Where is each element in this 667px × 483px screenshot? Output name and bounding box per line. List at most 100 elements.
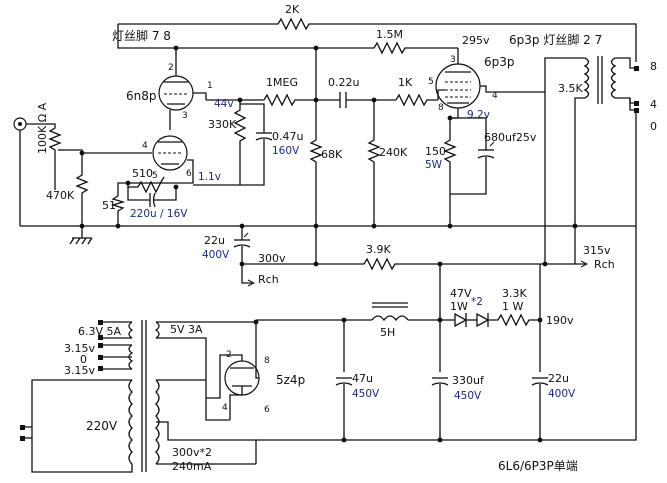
svg-text:6: 6 bbox=[186, 169, 192, 179]
svg-text:300v*2: 300v*2 bbox=[172, 446, 212, 459]
tap-8: 8 bbox=[650, 60, 657, 73]
svg-text:0.47u: 0.47u bbox=[272, 130, 303, 143]
svg-text:47V: 47V bbox=[450, 287, 472, 300]
tap-0: 0 bbox=[650, 120, 657, 133]
svg-text:1.5M: 1.5M bbox=[376, 28, 403, 41]
svg-text:22u: 22u bbox=[548, 372, 569, 385]
svg-text:8: 8 bbox=[438, 103, 444, 113]
resistor-470k: 470K bbox=[46, 153, 89, 226]
v-190: 190v bbox=[546, 314, 574, 327]
svg-text:240mA: 240mA bbox=[172, 460, 212, 473]
svg-text:3: 3 bbox=[182, 111, 188, 121]
svg-text:680uf25v: 680uf25v bbox=[484, 131, 537, 144]
svg-text:450V: 450V bbox=[454, 390, 482, 402]
v-plate1: 44v bbox=[214, 98, 234, 110]
output-heater-label: 6p3p 灯丝脚 2 7 bbox=[509, 32, 602, 47]
svg-text:5: 5 bbox=[152, 171, 158, 181]
v-315: 315v bbox=[583, 244, 611, 257]
svg-text:22u: 22u bbox=[204, 234, 225, 247]
svg-text:400V: 400V bbox=[202, 249, 230, 261]
svg-text:0: 0 bbox=[80, 353, 87, 366]
v-300: 300v bbox=[258, 252, 286, 265]
feedback-resistor: 2K bbox=[118, 3, 637, 62]
junction-dots bbox=[79, 45, 578, 443]
svg-text:5W: 5W bbox=[425, 159, 443, 171]
svg-text:8: 8 bbox=[264, 356, 270, 366]
svg-text:2: 2 bbox=[226, 350, 232, 360]
svg-text:220V: 220V bbox=[86, 419, 118, 433]
svg-text:5H: 5H bbox=[380, 326, 395, 339]
rectifier-tube: 2 8 4 6 bbox=[206, 322, 270, 420]
svg-text:3.3K: 3.3K bbox=[502, 287, 527, 300]
svg-text:100K Ω A: 100K Ω A bbox=[36, 102, 49, 154]
resistor-68k: 68K bbox=[309, 48, 343, 264]
svg-text:0.22u: 0.22u bbox=[328, 76, 359, 89]
cap-22u-lower: 22u 400V bbox=[531, 320, 576, 440]
svg-text:1: 1 bbox=[207, 81, 213, 91]
diagram-title: 6L6/6P3P单端 bbox=[498, 459, 578, 473]
svg-text:6: 6 bbox=[264, 405, 270, 415]
resistor-39k-label: 3.9K bbox=[366, 243, 391, 256]
choke-5h: 5H bbox=[371, 302, 409, 339]
svg-text:5: 5 bbox=[428, 77, 434, 87]
cap-220u: 220u / 16V bbox=[127, 187, 188, 220]
svg-text:160V: 160V bbox=[272, 145, 300, 157]
driver-tube-label: 6n8p bbox=[126, 89, 157, 103]
resistor-1k: 1K bbox=[395, 76, 438, 107]
svg-text:68K: 68K bbox=[321, 148, 343, 161]
output-tube: 3 5 8 4 bbox=[428, 48, 585, 119]
svg-text:510: 510 bbox=[132, 167, 153, 180]
svg-text:470K: 470K bbox=[46, 189, 75, 202]
svg-text:*2: *2 bbox=[471, 296, 483, 308]
input-jack bbox=[13, 117, 27, 226]
svg-text:450V: 450V bbox=[352, 388, 380, 400]
resistor-240k: 240K bbox=[367, 100, 408, 226]
svg-text:3.15v: 3.15v bbox=[64, 364, 95, 377]
cap-47u: 47u 450V bbox=[335, 320, 380, 440]
svg-text:330uf: 330uf bbox=[452, 374, 485, 387]
svg-text:1MEG: 1MEG bbox=[266, 76, 298, 89]
v-cath1: 1.1v bbox=[198, 171, 221, 183]
cap-022u: 0.22u bbox=[316, 76, 396, 108]
resistor-51: 51 bbox=[102, 195, 126, 226]
svg-text:1K: 1K bbox=[398, 76, 413, 89]
resistor-330k: 330K bbox=[208, 100, 247, 185]
svg-text:1W: 1W bbox=[450, 300, 468, 313]
rch-label-1: Rch bbox=[258, 273, 279, 286]
svg-text:150: 150 bbox=[425, 145, 446, 158]
svg-text:2K: 2K bbox=[285, 3, 300, 16]
resistor-510: 510 bbox=[127, 167, 165, 194]
svg-text:51: 51 bbox=[102, 199, 116, 212]
cap-330uf: 330uf 450V bbox=[431, 320, 485, 440]
power-transformer: 220V 6.3V 5A 3.15v 0 3.15v 5V 3A 300v*2 … bbox=[20, 320, 257, 473]
cap-22u-upper: 22u 400V bbox=[202, 226, 251, 264]
svg-text:4: 4 bbox=[222, 403, 228, 413]
tap-4: 4 bbox=[650, 98, 657, 111]
resistor-150: 150 5W bbox=[425, 118, 457, 194]
volume-pot: 100K Ω A bbox=[26, 102, 152, 190]
svg-text:330K: 330K bbox=[208, 118, 237, 131]
v-plate-out: 295v bbox=[462, 34, 490, 47]
svg-text:2: 2 bbox=[168, 63, 174, 73]
svg-text:4: 4 bbox=[492, 91, 498, 101]
resistor-1meg: 1MEG bbox=[263, 76, 316, 107]
svg-text:5V 3A: 5V 3A bbox=[170, 323, 203, 336]
svg-text:4: 4 bbox=[142, 141, 148, 151]
cap-047u: 0.47u 160V bbox=[193, 103, 303, 186]
driver-heater-label: 灯丝脚 7 8 bbox=[112, 28, 171, 43]
zener-diodes: 47V 1W *2 bbox=[450, 287, 490, 328]
svg-text:3.5K: 3.5K bbox=[558, 82, 583, 95]
rch-label-2: Rch bbox=[594, 258, 615, 271]
cap-680uf: 680uf25v bbox=[449, 117, 537, 226]
output-transformer: 3.5K 8 4 0 bbox=[558, 56, 657, 226]
rectifier-tube-label: 5z4p bbox=[276, 373, 305, 387]
ground-symbol bbox=[69, 226, 93, 245]
svg-text:3: 3 bbox=[450, 55, 456, 65]
svg-text:240K: 240K bbox=[379, 146, 408, 159]
resistor-15m: 1.5M bbox=[176, 28, 458, 55]
svg-text:6.3V 5A: 6.3V 5A bbox=[78, 325, 122, 338]
output-tube-label: 6p3p bbox=[484, 55, 515, 69]
svg-text:220u / 16V: 220u / 16V bbox=[130, 208, 188, 220]
svg-text:3.15v: 3.15v bbox=[64, 342, 95, 355]
